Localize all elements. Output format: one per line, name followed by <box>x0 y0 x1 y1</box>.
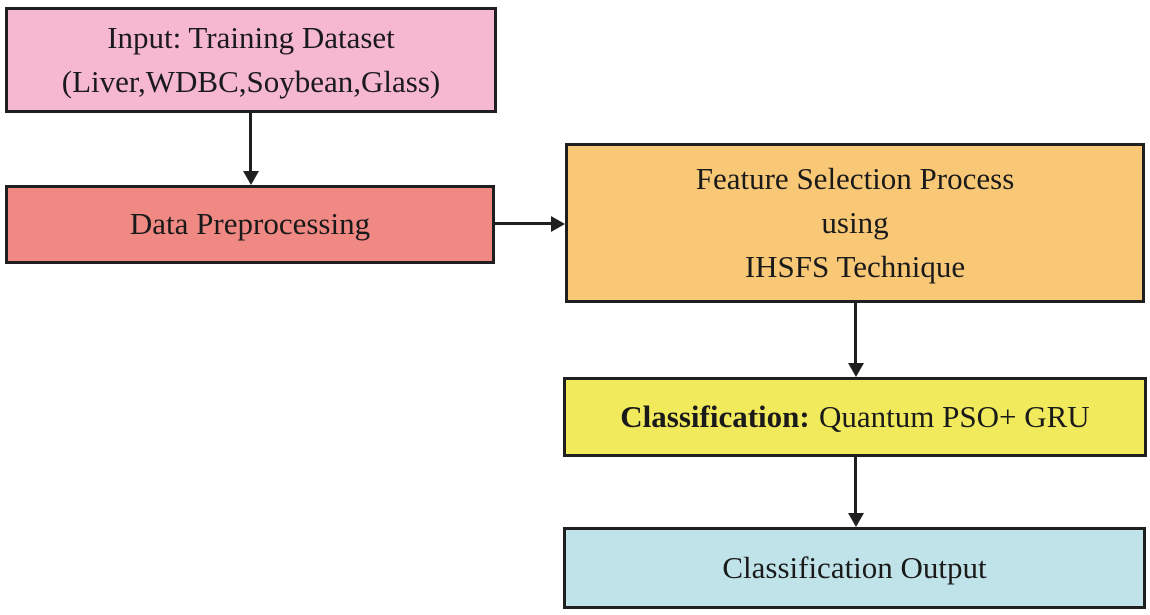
arrowhead-down-icon <box>242 171 259 185</box>
node-feature-selection-line-2: using <box>821 204 889 240</box>
node-feature-selection-process: Feature Selection Process using IHSFS Te… <box>565 143 1145 303</box>
node-input-line-1: Input: Training Dataset <box>107 19 395 55</box>
arrow-classification-to-output-icon <box>847 457 864 527</box>
arrow-feature-selection-to-classification-icon <box>847 303 864 377</box>
node-data-preprocessing: Data Preprocessing <box>5 185 495 264</box>
arrow-preprocessing-to-feature-selection-icon <box>495 215 565 232</box>
node-output-label: Classification Output <box>722 549 987 585</box>
node-classification-quantum-pso-gru: Classification:Quantum PSO+ GRU <box>563 377 1147 457</box>
arrow-shaft <box>495 222 551 225</box>
arrow-shaft <box>854 303 857 363</box>
node-feature-selection-line-3: IHSFS Technique <box>744 249 966 284</box>
arrowhead-right-icon <box>551 215 565 232</box>
arrowhead-down-icon <box>847 513 864 527</box>
arrow-shaft <box>854 457 857 513</box>
arrow-shaft <box>249 113 252 171</box>
node-classification-label-bold: Classification: <box>620 398 810 434</box>
node-input-line-2: (Liver,WDBC,Soybean,Glass) <box>61 64 441 99</box>
arrowhead-down-icon <box>847 363 864 377</box>
node-classification-label: Classification:Quantum PSO+ GRU <box>620 395 1089 439</box>
node-feature-selection-line-1: Feature Selection Process <box>695 160 1015 196</box>
node-input-training-dataset: Input: Training Dataset (Liver,WDBC,Soyb… <box>5 7 497 113</box>
node-classification-label-rest: Quantum PSO+ GRU <box>819 398 1090 434</box>
arrow-input-to-preprocessing-icon <box>242 113 259 185</box>
node-preprocessing-label: Data Preprocessing <box>129 206 371 242</box>
node-classification-output: Classification Output <box>563 527 1146 609</box>
